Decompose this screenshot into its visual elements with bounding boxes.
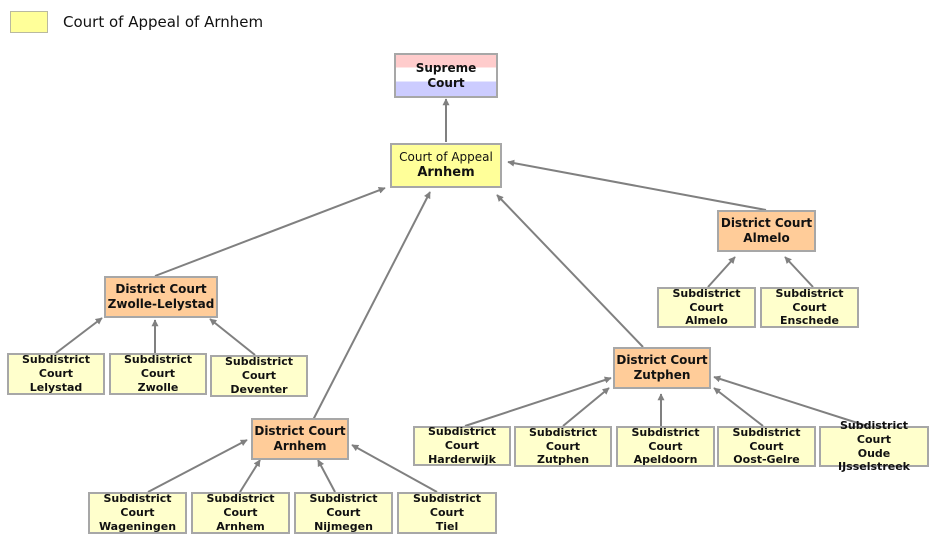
district-label-line1: District Court (616, 353, 708, 367)
subdistrict-court-tiel: Subdistrict Court Tiel (397, 492, 497, 534)
arrow-deventer-to-zwolle (209, 318, 256, 356)
subdistrict-court-almelo: Subdistrict Court Almelo (657, 287, 756, 328)
district-label-line2: Arnhem (273, 439, 327, 453)
subdistrict-label-line1: Subdistrict Court (528, 425, 598, 453)
subdistrict-label-line1: Subdistrict Court (21, 353, 91, 381)
arrow-tiel-to-arnhem (351, 444, 438, 493)
subdistrict-label-line2: Oude IJsselstreek (838, 446, 910, 474)
arrow-nijmegen-to-arnhem (317, 459, 336, 493)
subdistrict-label-line1: Subdistrict Court (123, 353, 193, 381)
district-court-zutphen: District Court Zutphen (613, 347, 711, 389)
subdistrict-court-arnhem: Subdistrict Court Arnhem (191, 492, 290, 534)
subdistrict-label-line2: Almelo (685, 314, 728, 328)
arrow-oost-gelre-to-zutphen (713, 387, 764, 427)
district-court-zwolle-lelystad: District Court Zwolle-Lelystad (104, 276, 218, 318)
subdistrict-label-line1: Subdistrict Court (206, 492, 275, 520)
subdistrict-label-line2: Harderwijk (428, 452, 496, 466)
district-label-line1: District Court (115, 282, 207, 296)
district-court-almelo: District Court Almelo (717, 210, 816, 252)
subdistrict-label-line1: Subdistrict Court (427, 425, 497, 453)
subdistrict-court-harderwijk: Subdistrict Court Harderwijk (413, 425, 511, 466)
subdistrict-label-line2: Deventer (230, 382, 288, 396)
subdistrict-label-line1: Subdistrict Court (412, 492, 482, 520)
subdistrict-label-line1: Subdistrict Court (631, 425, 700, 453)
subdistrict-court-oude-ijsselstreek: Subdistrict Court Oude IJsselstreek (819, 419, 929, 473)
supreme-court-label: Supreme Court (415, 60, 477, 90)
arrow-zwolle-to-appeal (154, 186, 386, 277)
subdistrict-label-line1: Subdistrict Court (672, 286, 741, 314)
supreme-court-box: Supreme Court (394, 53, 498, 98)
arrow-harderwijk-to-zutphen (464, 376, 612, 427)
subdistrict-label-line1: Subdistrict Court (224, 355, 294, 383)
arrow-lelystad-to-zwolle (55, 317, 103, 354)
court-of-appeal-line2: Arnhem (417, 164, 475, 180)
arrow-almelo-to-appeal (507, 159, 767, 211)
arrow-arnhem-district-to-appeal (312, 191, 431, 421)
arrow-arnhem-sub-to-arnhem (239, 459, 261, 493)
subdistrict-label-line2: Tiel (435, 519, 459, 533)
subdistrict-court-enschede: Subdistrict Court Enschede (760, 287, 859, 328)
subdistrict-label-line1: Subdistrict Court (775, 286, 844, 314)
subdistrict-court-apeldoorn: Subdistrict Court Apeldoorn (616, 426, 715, 467)
subdistrict-label-line2: Enschede (779, 314, 840, 328)
subdistrict-label-line2: Lelystad (29, 380, 83, 394)
district-court-arnhem: District Court Arnhem (251, 418, 349, 460)
subdistrict-label-line1: Subdistrict Court (839, 419, 909, 446)
subdistrict-court-zutphen: Subdistrict Court Zutphen (514, 426, 612, 467)
court-of-appeal-box: Court of Appeal Arnhem (390, 143, 502, 188)
district-label-line2: Almelo (743, 231, 790, 245)
subdistrict-label-line2: Oost-Gelre (733, 453, 800, 467)
subdistrict-label-line2: Arnhem (216, 519, 265, 533)
arrow-zutphen-to-appeal (496, 194, 644, 348)
subdistrict-label-line2: Zutphen (536, 453, 590, 467)
district-label-line1: District Court (254, 424, 346, 438)
subdistrict-label-line1: Subdistrict Court (309, 492, 378, 520)
court-of-appeal-line1: Court of Appeal (399, 149, 493, 164)
arrow-zutphen-sub-to-zutphen (562, 387, 610, 427)
district-label-line1: District Court (720, 216, 813, 230)
subdistrict-label-line2: Nijmegen (314, 519, 373, 533)
arrow-almelo-sub-to-almelo (707, 256, 736, 288)
subdistrict-label-line1: Subdistrict Court (732, 425, 801, 453)
legend-label: Court of Appeal of Arnhem (63, 13, 264, 31)
subdistrict-court-wageningen: Subdistrict Court Wageningen (88, 492, 187, 534)
subdistrict-court-zwolle: Subdistrict Court Zwolle (109, 353, 207, 395)
subdistrict-label-line1: Subdistrict Court (103, 492, 172, 520)
arrow-enschede-to-almelo (784, 256, 814, 288)
district-label-line2: Zwolle-Lelystad (107, 297, 215, 311)
subdistrict-label-line2: Wageningen (98, 519, 177, 533)
subdistrict-label-line2: Zwolle (137, 380, 179, 394)
arrow-oude-ijsselstreek-to-zutphen (713, 375, 868, 427)
subdistrict-court-deventer: Subdistrict Court Deventer (210, 355, 308, 397)
arrow-wageningen-to-arnhem (147, 439, 248, 493)
subdistrict-court-oost-gelre: Subdistrict Court Oost-Gelre (717, 426, 816, 467)
legend-swatch (10, 11, 48, 33)
district-label-line2: Zutphen (633, 368, 691, 382)
subdistrict-court-nijmegen: Subdistrict Court Nijmegen (294, 492, 393, 534)
subdistrict-label-line2: Apeldoorn (633, 453, 698, 467)
subdistrict-court-lelystad: Subdistrict Court Lelystad (7, 353, 105, 395)
